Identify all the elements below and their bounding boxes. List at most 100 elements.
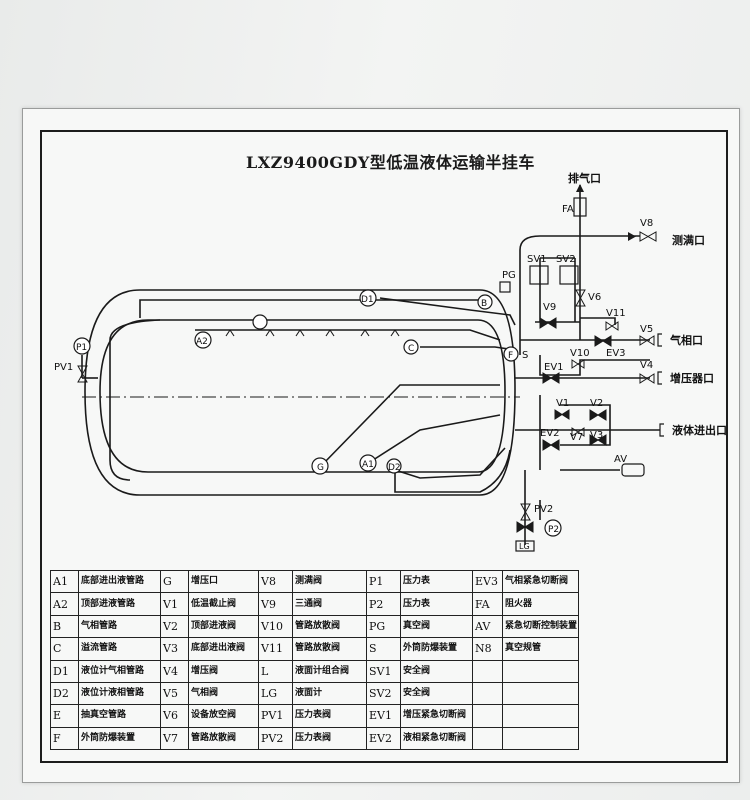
label-f: F <box>508 351 513 361</box>
label-pg: PG <box>502 270 516 281</box>
legend-code: SV1 <box>366 659 401 683</box>
legend-description: 顶部进液阀 <box>188 614 259 639</box>
legend-code: AV <box>472 614 503 639</box>
tag-circle-a1 <box>359 454 377 472</box>
legend-description: 气相管路 <box>78 614 161 639</box>
valve-v4 <box>639 373 655 384</box>
label-av: AV <box>614 454 627 465</box>
label-pv2: PV2 <box>534 504 553 515</box>
legend-code: LG <box>258 681 293 706</box>
legend-description: 紧急切断控制装置 <box>502 614 579 639</box>
valve-v7 <box>571 427 585 437</box>
tag-circle-f <box>503 346 519 362</box>
diagram-frame <box>40 130 728 763</box>
legend-code: P1 <box>366 569 401 594</box>
legend-description: 外筒防爆装置 <box>400 637 473 661</box>
tank-inner-shell <box>99 319 506 473</box>
legend-description: 管路放散阀 <box>292 637 367 661</box>
legend-code: A1 <box>50 569 79 594</box>
legend-code: SV2 <box>366 681 401 706</box>
tag-circle-d2 <box>386 458 402 474</box>
legend-description: 真空规管 <box>502 637 579 661</box>
legend-code: EV1 <box>366 704 401 728</box>
valve-ev1 <box>542 372 560 384</box>
legend-code <box>472 659 503 683</box>
legend-code: E <box>50 704 79 728</box>
flame-arrester-fa <box>573 197 587 217</box>
legend-description: 安全阀 <box>400 681 473 706</box>
legend-description: 增压紧急切断阀 <box>400 704 473 728</box>
legend-description: 低温截止阀 <box>188 592 259 616</box>
legend-code: EV2 <box>366 726 401 751</box>
legend-description: 管路放散阀 <box>292 614 367 639</box>
legend-description: 压力表 <box>400 569 473 594</box>
legend-description: 气相阀 <box>188 681 259 706</box>
valve-ev2 <box>542 439 560 451</box>
legend-code: V2 <box>160 614 189 639</box>
legend-code: B <box>50 614 79 639</box>
tag-circle-b-inner <box>252 314 268 330</box>
legend-description: 管路放散阀 <box>188 726 259 751</box>
legend-description: 液位计气相管路 <box>78 659 161 683</box>
valve-pv2 <box>520 503 531 521</box>
legend-code: EV3 <box>472 569 503 594</box>
label-c: C <box>408 344 414 354</box>
legend-description: 顶部进液管路 <box>78 592 161 616</box>
label-p1: P1 <box>76 343 87 353</box>
label-liquid-port: 液体进出口 <box>672 423 727 437</box>
legend-code <box>472 681 503 706</box>
legend-code: PG <box>366 614 401 639</box>
legend-description: 外筒防爆装置 <box>78 726 161 751</box>
legend-description: 底部进出液管路 <box>78 569 161 594</box>
label-sv1: SV1 <box>527 254 547 265</box>
legend-description: 底部进出液阀 <box>188 637 259 661</box>
legend-code: V7 <box>160 726 189 751</box>
legend-description: 增压阀 <box>188 659 259 683</box>
label-ev3: EV3 <box>606 348 626 359</box>
valve-v10 <box>571 359 585 369</box>
label-p2: P2 <box>548 525 559 535</box>
legend-description: 测满阀 <box>292 569 367 594</box>
legend-code: D1 <box>50 659 79 683</box>
legend-code: V5 <box>160 681 189 706</box>
label-ev1: EV1 <box>544 362 564 373</box>
tag-circle-a2 <box>194 331 212 349</box>
level-gauge-lg <box>515 540 535 552</box>
label-a1: A1 <box>362 460 374 470</box>
legend-code: PV1 <box>258 704 293 728</box>
label-lg: LG <box>519 542 530 551</box>
valve-v3 <box>589 434 607 446</box>
label-g: G <box>317 463 324 473</box>
label-v7: V7 <box>570 432 583 443</box>
label-vent-port: 排气口 <box>568 171 601 185</box>
tag-circle-g <box>311 457 329 475</box>
legend-code: V8 <box>258 569 293 594</box>
legend-description <box>502 704 579 728</box>
legend-code: V11 <box>258 637 293 661</box>
legend-code: C <box>50 637 79 661</box>
valve-v8 <box>639 231 657 242</box>
tag-circle-b <box>477 294 493 310</box>
valve-pv1 <box>77 365 88 383</box>
legend-code: V9 <box>258 592 293 616</box>
legend-code: S <box>366 637 401 661</box>
label-v2: V2 <box>590 398 603 409</box>
legend-description: 气相紧急切断阀 <box>502 569 579 594</box>
valve-v1 <box>554 409 570 420</box>
legend-code: N8 <box>472 637 503 661</box>
valve-v5 <box>639 335 655 346</box>
legend-code: F <box>50 726 79 751</box>
legend-code: G <box>160 569 189 594</box>
legend-description: 真空阀 <box>400 614 473 639</box>
label-v10: V10 <box>570 348 590 359</box>
valve-v11 <box>605 321 619 331</box>
legend-description <box>502 659 579 683</box>
label-d1: D1 <box>361 295 374 305</box>
legend-description: 液相紧急切断阀 <box>400 726 473 751</box>
legend-description: 液位计液相管路 <box>78 681 161 706</box>
